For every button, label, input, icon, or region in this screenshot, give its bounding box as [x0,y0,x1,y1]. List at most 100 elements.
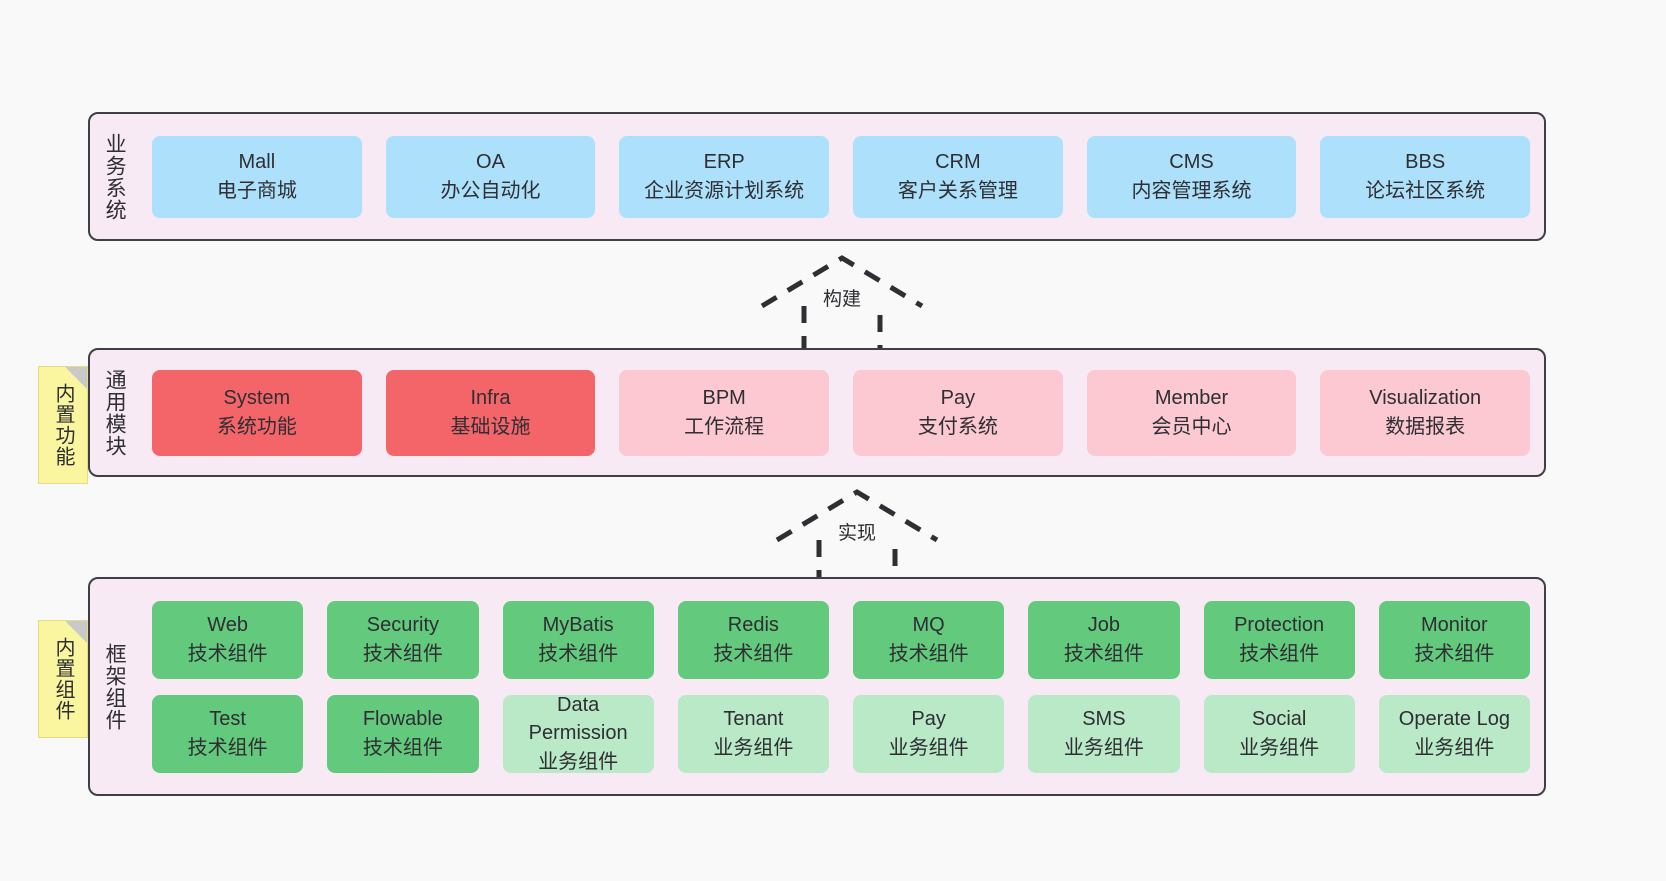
card-mall[interactable]: Mall 电子商城 [152,135,362,218]
card-title-en: BPM [702,387,746,410]
card-bpm[interactable]: BPM 工作流程 [619,369,830,456]
card-title-en: ERP [703,151,745,174]
layer-business-systems: 业务系统 Mall 电子商城 OA 办公自动化 ERP 企业资源计划系统 CRM… [88,112,1546,241]
card-title-cn: 技术组件 [362,736,443,759]
layer-framework-components: 框架组件 Web 技术组件 Security 技术组件 MyBatis 技术组件… [88,577,1546,796]
card-crm[interactable]: CRM 客户关系管理 [853,135,1063,218]
card-title-en: MyBatis [542,614,614,637]
card-title-cn: 业务组件 [1239,736,1320,759]
framework-components-row-2: Test 技术组件 Flowable 技术组件 Data Permission … [152,694,1530,773]
layer-general-modules: 通用模块 System 系统功能 Infra 基础设施 BPM 工作流程 Pay… [88,348,1546,477]
connector-implement: 实现 [772,489,942,596]
card-title-cn: 技术组件 [1239,642,1320,665]
card-title-en: Social [1251,708,1307,731]
card-title-en: MQ [912,614,945,637]
card-title-en: Pay [911,708,946,731]
card-cms[interactable]: CMS 内容管理系统 [1086,135,1297,218]
card-title-cn: 业务组件 [1414,736,1495,759]
card-job[interactable]: Job 技术组件 [1028,600,1180,679]
card-title-en: Data Permission [528,693,628,745]
card-data-permission[interactable]: Data Permission 业务组件 [502,694,654,773]
card-pay-module[interactable]: Pay 支付系统 [853,369,1063,456]
card-redis[interactable]: Redis 技术组件 [677,600,829,679]
card-title-cn: 基础设施 [450,415,531,438]
card-title-cn: 业务组件 [713,736,794,759]
card-bbs[interactable]: BBS 论坛社区系统 [1320,135,1531,218]
card-title-en: Infra [470,387,511,410]
card-infra[interactable]: Infra 基础设施 [385,369,596,456]
card-title-en: Member [1154,387,1229,410]
card-title-en: Protection [1234,614,1325,637]
card-flowable[interactable]: Flowable 技术组件 [327,694,479,773]
card-member[interactable]: Member 会员中心 [1086,369,1297,456]
layer-body-business-systems: Mall 电子商城 OA 办公自动化 ERP 企业资源计划系统 CRM 客户关系… [138,114,1544,239]
card-title-cn: 内容管理系统 [1131,179,1252,202]
card-title-cn: 数据报表 [1385,415,1466,438]
card-title-cn: 技术组件 [888,642,969,665]
card-web[interactable]: Web 技术组件 [152,600,304,679]
card-title-en: System [223,387,291,410]
card-title-en: Monitor [1421,614,1488,637]
card-title-en: Redis [727,614,779,637]
framework-components-row-1: Web 技术组件 Security 技术组件 MyBatis 技术组件 Redi… [152,600,1530,679]
card-title-en: OA [476,151,505,174]
card-title-en: CMS [1169,151,1214,174]
card-title-cn: 技术组件 [362,642,443,665]
card-title-cn: 业务组件 [1063,736,1144,759]
layer-label-framework-components: 框架组件 [103,642,127,731]
card-title-cn: 技术组件 [713,642,794,665]
card-mybatis[interactable]: MyBatis 技术组件 [502,600,654,679]
card-monitor[interactable]: Monitor 技术组件 [1378,600,1530,679]
card-title-cn: 技术组件 [187,642,268,665]
card-system[interactable]: System 系统功能 [152,369,362,456]
card-tenant[interactable]: Tenant 业务组件 [677,694,829,773]
note-builtin-components: 内置组件 [38,620,88,738]
card-sms[interactable]: SMS 业务组件 [1028,694,1180,773]
connector-build: 构建 [757,255,927,362]
card-title-en: Security [366,614,439,637]
layer-label-business-systems: 业务系统 [103,132,127,221]
connector-implement-arrow-icon [775,489,939,593]
card-social[interactable]: Social 业务组件 [1203,694,1355,773]
card-title-en: Visualization [1369,387,1482,410]
card-title-cn: 论坛社区系统 [1365,179,1486,202]
card-title-en: Test [209,708,246,731]
card-title-en: CRM [935,151,981,174]
layer-label-general-modules: 通用模块 [103,368,127,457]
card-title-cn: 系统功能 [216,415,297,438]
card-pay-component[interactable]: Pay 业务组件 [853,694,1005,773]
connector-implement-label: 实现 [837,523,877,544]
note-builtin-features: 内置功能 [38,366,88,484]
card-title-en: Flowable [362,708,443,731]
card-title-en: Tenant [723,708,784,731]
business-systems-row: Mall 电子商城 OA 办公自动化 ERP 企业资源计划系统 CRM 客户关系… [152,135,1531,218]
card-title-en: BBS [1405,151,1446,174]
card-mq[interactable]: MQ 技术组件 [853,600,1005,679]
note-builtin-features-label: 内置功能 [52,383,74,467]
card-test[interactable]: Test 技术组件 [152,694,304,773]
card-title-cn: 技术组件 [1414,642,1495,665]
card-erp[interactable]: ERP 企业资源计划系统 [619,135,830,218]
card-title-cn: 支付系统 [917,415,998,438]
card-title-cn: 技术组件 [1063,642,1144,665]
card-title-cn: 技术组件 [538,642,619,665]
note-fold-corner-icon [65,367,87,389]
card-operate-log[interactable]: Operate Log 业务组件 [1378,694,1530,773]
card-visualization[interactable]: Visualization 数据报表 [1320,369,1531,456]
layer-body-general-modules: System 系统功能 Infra 基础设施 BPM 工作流程 Pay 支付系统… [138,350,1544,475]
card-title-en: Web [207,614,248,637]
card-protection[interactable]: Protection 技术组件 [1203,600,1355,679]
card-title-cn: 技术组件 [187,736,268,759]
card-title-cn: 工作流程 [684,415,765,438]
card-title-en: Mall [238,151,276,174]
card-title-cn: 业务组件 [888,736,969,759]
card-title-cn: 办公自动化 [440,179,541,202]
card-security[interactable]: Security 技术组件 [327,600,479,679]
card-oa[interactable]: OA 办公自动化 [385,135,596,218]
card-title-en: Job [1087,614,1120,637]
note-fold-corner-icon [65,621,87,643]
layer-body-framework-components: Web 技术组件 Security 技术组件 MyBatis 技术组件 Redi… [138,579,1544,794]
card-title-cn: 企业资源计划系统 [644,179,805,202]
card-title-cn: 会员中心 [1151,415,1232,438]
